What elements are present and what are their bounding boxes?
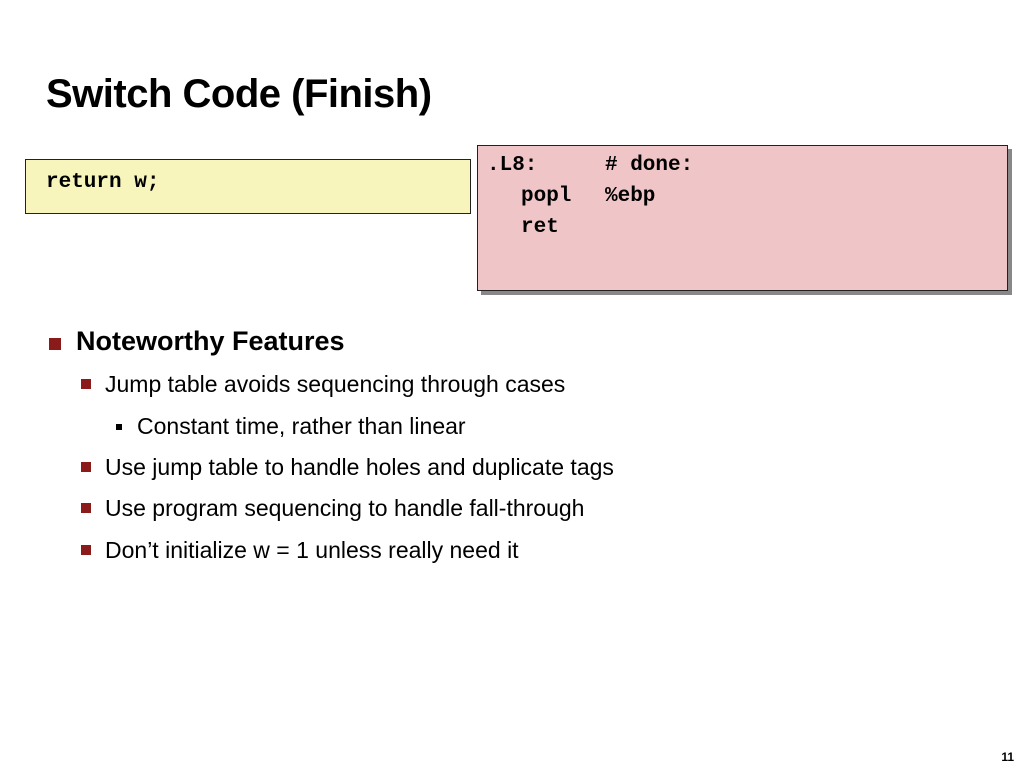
small-square-bullet-icon (116, 424, 122, 430)
asm-operand: %ebp (605, 185, 656, 208)
asm-row: popl %ebp (487, 181, 1007, 212)
bullet-item: Don’t initialize w = 1 unless really nee… (81, 534, 519, 566)
c-code-line: return w; (46, 171, 160, 194)
bullet-item-text: Jump table avoids sequencing through cas… (105, 371, 566, 397)
asm-row: ret (487, 212, 1007, 243)
asm-mnemonic: popl (521, 185, 572, 208)
bullet-item-text: Use program sequencing to handle fall-th… (105, 495, 585, 521)
asm-row: .L8: # done: (487, 150, 1007, 181)
slide-title: Switch Code (Finish) (46, 72, 432, 116)
square-bullet-icon (81, 462, 91, 472)
square-bullet-icon (81, 545, 91, 555)
square-bullet-icon (81, 503, 91, 513)
page-number: 11 (1001, 750, 1014, 764)
assembly-code-box: .L8: # done: popl %ebp ret (477, 145, 1008, 291)
bullet-item: Use jump table to handle holes and dupli… (81, 451, 614, 483)
sub-bullet-item: Constant time, rather than linear (116, 410, 466, 442)
asm-comment: # done: (605, 154, 694, 177)
bullet-item: Use program sequencing to handle fall-th… (81, 492, 585, 524)
bullet-heading: Noteworthy Features (49, 323, 345, 359)
sub-bullet-item-text: Constant time, rather than linear (137, 413, 466, 439)
square-bullet-icon (49, 338, 61, 350)
square-bullet-icon (81, 379, 91, 389)
asm-label: .L8: (487, 154, 538, 177)
bullet-item: Jump table avoids sequencing through cas… (81, 368, 566, 400)
bullet-heading-text: Noteworthy Features (76, 326, 345, 356)
bullet-item-text: Don’t initialize w = 1 unless really nee… (105, 537, 519, 563)
bullet-item-text: Use jump table to handle holes and dupli… (105, 454, 614, 480)
c-code-box: return w; (25, 159, 471, 214)
asm-mnemonic: ret (521, 216, 559, 239)
